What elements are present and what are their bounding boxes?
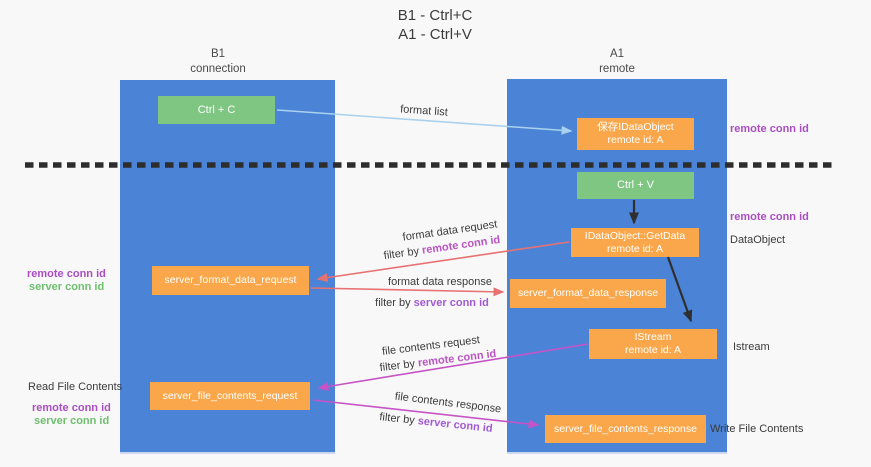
read-file-contents-label: Read File Contents	[28, 381, 123, 393]
save-idataobject-line1: 保存IDataObject	[597, 121, 674, 133]
server-format-data-request-label: server_format_data_request	[164, 274, 297, 286]
istream-box: IStream remote id: A	[589, 329, 717, 359]
server-conn-id-text: server conn id	[413, 297, 489, 309]
server-conn-id-text: server conn id	[417, 415, 494, 435]
filter-prefix: filter by	[383, 244, 423, 263]
getdata-line2: remote id: A	[606, 242, 664, 255]
server-format-data-response-label: server_format_data_response	[517, 287, 659, 299]
left-remote-conn-id-label-2: remote conn id	[32, 402, 111, 414]
server-file-contents-response-label: server_file_contents_response	[553, 422, 697, 435]
title-line-2: A1 - Ctrl+V	[398, 26, 472, 43]
lane-b1-name: B1	[210, 48, 226, 60]
file-contents-response-label: file contents response	[394, 390, 502, 416]
lane-header-a1: A1 remote	[517, 47, 717, 77]
filter-by-server-label-1: filter by server conn id	[375, 297, 489, 309]
left-server-conn-id-label-2: server conn id	[34, 415, 110, 427]
ctrl-c-label: Ctrl + C	[197, 103, 236, 116]
lane-a1-name: A1	[609, 48, 625, 60]
lane-header-b1: B1 connection	[118, 47, 318, 77]
server-file-contents-response-box: server_file_contents_response	[545, 415, 706, 443]
getdata-line1: IDataObject::GetData	[584, 229, 686, 242]
page-title: B1 - Ctrl+C A1 - Ctrl+V	[300, 6, 570, 44]
server-format-data-response-box: server_format_data_response	[510, 279, 666, 308]
filter-prefix: filter by	[375, 297, 414, 309]
server-format-data-request-box: server_format_data_request	[152, 266, 309, 295]
idataobject-getdata-box: IDataObject::GetData remote id: A	[571, 228, 699, 257]
ctrl-v-label: Ctrl + V	[617, 179, 654, 191]
server-file-contents-request-box: server_file_contents_request	[150, 382, 310, 410]
lane-b1-role: connection	[190, 63, 246, 75]
filter-prefix: filter by	[378, 411, 419, 428]
filter-by-server-label-2: filter by server conn id	[379, 411, 493, 435]
right-remote-conn-id-label-1: remote conn id	[730, 123, 809, 135]
istream-line2: remote id: A	[624, 344, 682, 356]
filter-prefix: filter by	[379, 357, 419, 375]
format-list-label: format list	[399, 103, 449, 119]
format-data-response-arrow	[310, 287, 505, 297]
write-file-contents-label: Write File Contents	[710, 423, 804, 435]
right-remote-conn-id-label-2: remote conn id	[730, 211, 809, 223]
title-line-1: B1 - Ctrl+C	[397, 7, 473, 24]
istream-side-label: Istream	[733, 341, 770, 353]
istream-line1: IStream	[634, 331, 672, 343]
left-server-conn-id-label: server conn id	[29, 281, 105, 293]
left-remote-conn-id-label: remote conn id	[27, 268, 106, 280]
save-idataobject-line2: remote id: A	[607, 134, 664, 146]
format-data-response-label: format data response	[388, 276, 492, 288]
ctrl-c-box: Ctrl + C	[158, 96, 275, 124]
ctrl-v-box: Ctrl + V	[577, 172, 694, 199]
save-idataobject-box: 保存IDataObject remote id: A	[577, 118, 694, 150]
server-file-contents-request-label: server_file_contents_request	[162, 389, 298, 402]
lane-a1-role: remote	[599, 63, 635, 75]
dataobject-label: DataObject	[730, 234, 786, 246]
